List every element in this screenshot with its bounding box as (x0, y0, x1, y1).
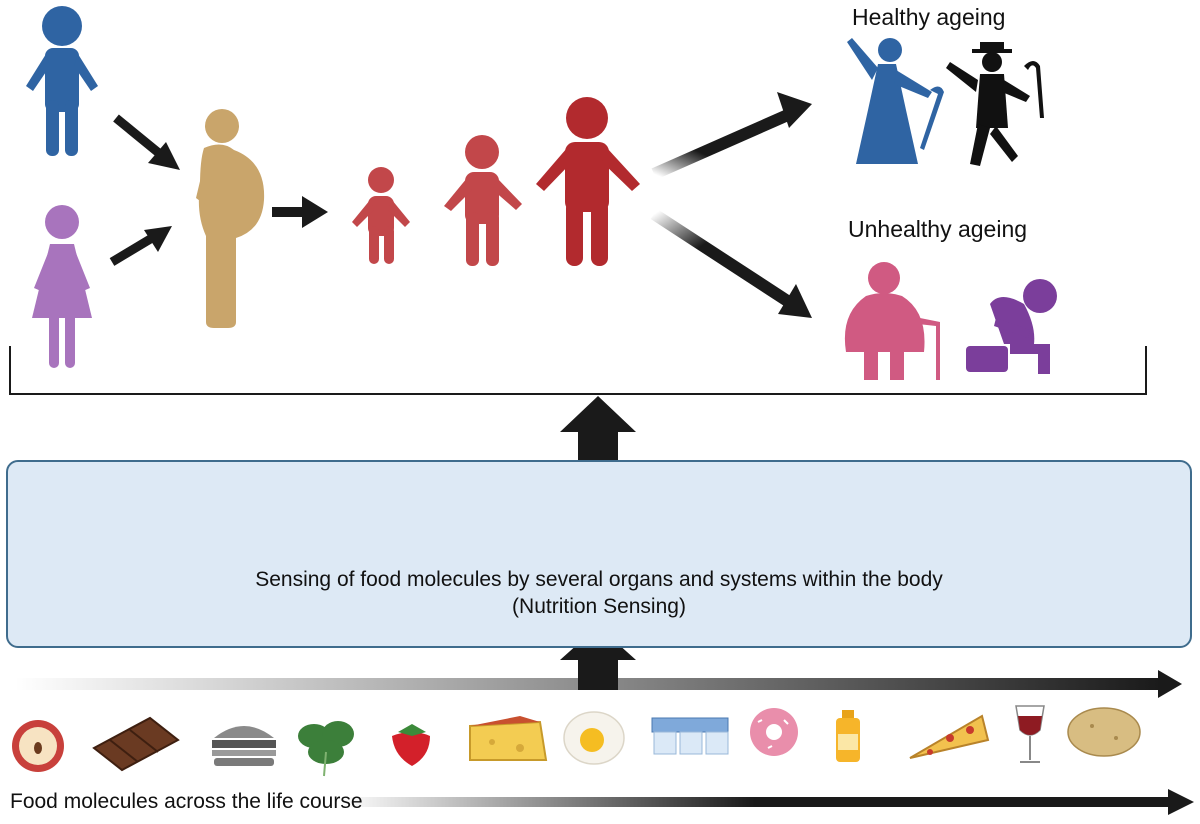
child-icon (444, 135, 522, 266)
arrow-father-to-pregnant (113, 114, 180, 170)
apple-icon (12, 720, 64, 772)
adult-icon (536, 97, 640, 266)
chocolate-bar-icon (92, 716, 180, 772)
timeline-arrow-lower (340, 789, 1194, 815)
dancing-elderly-man-icon (946, 42, 1044, 166)
toddler-icon (352, 167, 410, 264)
timeline-arrow-upper (14, 670, 1182, 698)
spinach-icon (298, 721, 354, 777)
father-icon (26, 6, 98, 156)
nutrition-sensing-box: Sensing of food molecules by several org… (6, 460, 1192, 648)
life-course-bracket (9, 346, 1147, 395)
mother-icon (32, 205, 92, 368)
food-molecules-caption: Food molecules across the life course (10, 790, 363, 813)
strawberry-icon (392, 724, 430, 766)
red-wine-icon (1015, 705, 1045, 763)
fried-egg-icon (563, 711, 625, 765)
arrow-to-healthy-ageing (651, 92, 812, 180)
cheese-icon (469, 716, 548, 761)
arrow-to-unhealthy-ageing (650, 208, 812, 318)
up-arrow-to-life-course (560, 396, 636, 466)
unhealthy-ageing-label: Unhealthy ageing (848, 216, 1028, 242)
donut-icon (750, 708, 798, 756)
arrow-mother-to-pregnant (109, 226, 172, 266)
potato-icon (1067, 707, 1141, 757)
yogurt-cups-icon (651, 717, 729, 755)
burger-icon (212, 726, 276, 766)
pizza-slice-icon (909, 714, 990, 759)
obese-elderly-woman-icon (844, 262, 940, 380)
juice-bottle-icon (836, 710, 860, 762)
pregnant-woman-icon (196, 109, 265, 328)
depressed-person-icon (966, 279, 1057, 374)
arrow-pregnant-to-toddler (272, 196, 328, 228)
healthy-ageing-label: Healthy ageing (852, 4, 1006, 30)
nutrition-sensing-caption-line2: (Nutrition Sensing) (512, 595, 686, 618)
up-arrow-from-food (560, 626, 636, 690)
nutrition-sensing-caption: Sensing of food molecules by several org… (8, 566, 1190, 620)
dancing-elderly-woman-icon (847, 38, 944, 164)
nutrition-sensing-caption-line1: Sensing of food molecules by several org… (255, 568, 943, 591)
